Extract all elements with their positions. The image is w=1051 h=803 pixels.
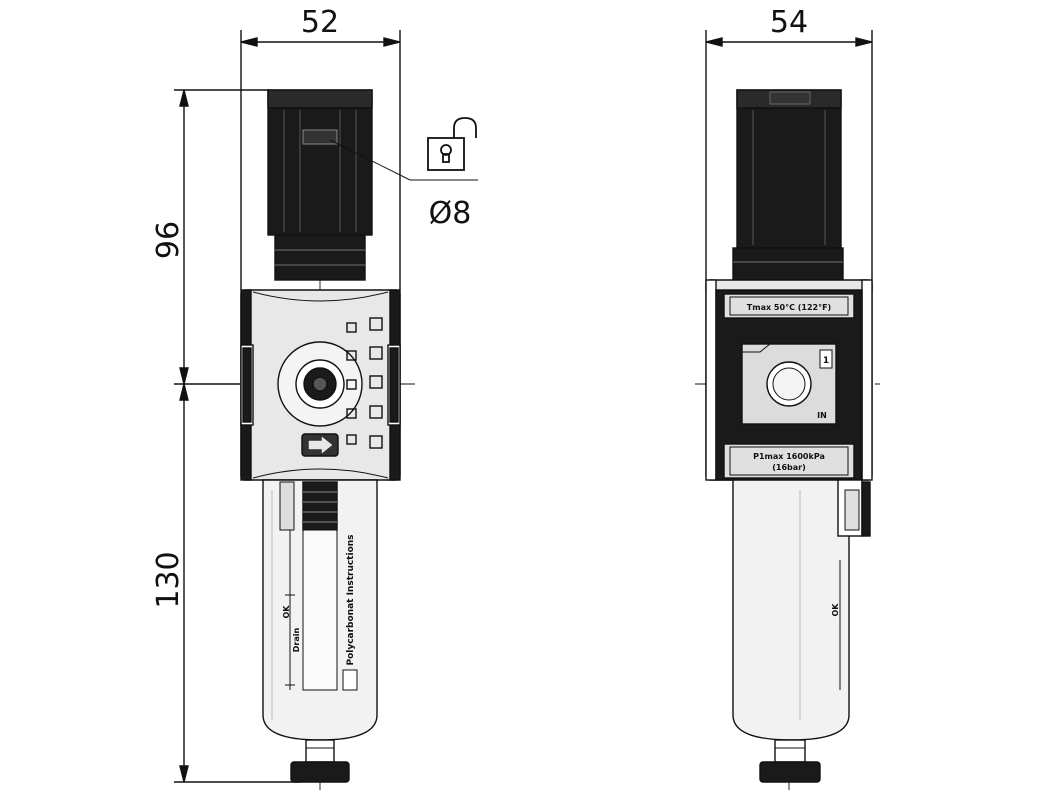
dim-arrow bbox=[855, 37, 873, 47]
dim-arrow bbox=[705, 37, 723, 47]
knob-lock-slot bbox=[302, 129, 338, 145]
dim-arrow bbox=[179, 765, 189, 783]
indicator-square bbox=[369, 346, 383, 360]
bowl-drain-label: Drain bbox=[292, 627, 301, 652]
dim-side-width: 54 bbox=[770, 5, 808, 40]
body-top-curve bbox=[252, 291, 389, 302]
dim-front-width: 52 bbox=[301, 5, 339, 40]
bowl-guard-rib bbox=[302, 481, 338, 531]
drain-knob bbox=[759, 761, 821, 783]
temp-label-frame bbox=[729, 296, 849, 316]
knob-cap bbox=[267, 89, 373, 109]
bowl-side-clip bbox=[279, 481, 295, 531]
side-view bbox=[695, 30, 880, 790]
dim-arrow bbox=[179, 383, 189, 401]
port-face-corner bbox=[742, 343, 771, 353]
dim-lower-height: 130 bbox=[151, 551, 186, 608]
temp-label-plate bbox=[723, 293, 855, 319]
inlet-port-inner bbox=[772, 367, 806, 401]
dim-upper-height: 96 bbox=[151, 221, 186, 259]
pressure-label-plate bbox=[723, 443, 855, 479]
knob-collar bbox=[732, 247, 844, 281]
pressure-max-label: P1max 1600kPa bbox=[753, 452, 825, 461]
body-side-left bbox=[705, 279, 717, 481]
indicator-square bbox=[369, 317, 383, 331]
indicator-square bbox=[346, 322, 357, 333]
lock-leader bbox=[329, 139, 411, 181]
bowl-ok-label: OK bbox=[831, 603, 840, 617]
pressure-max-bar-label: (16bar) bbox=[772, 463, 806, 472]
dim-arrow bbox=[240, 37, 258, 47]
body-notch-right-inner bbox=[389, 347, 399, 423]
port-in-label: IN bbox=[817, 411, 827, 420]
bowl-clip-tab bbox=[861, 481, 871, 537]
indicator-square bbox=[369, 435, 383, 449]
bowl-instructions-label: Polycarbonat Instructions bbox=[346, 534, 356, 665]
bowl-logo-box bbox=[342, 669, 358, 691]
knob-top-grip bbox=[769, 91, 811, 105]
body-notch-left-inner bbox=[242, 347, 252, 423]
dim-arrow bbox=[179, 367, 189, 385]
dim-arrow bbox=[179, 89, 189, 107]
indicator-square bbox=[346, 379, 357, 390]
bowl-clip-inner bbox=[844, 489, 860, 531]
padlock-open-icon bbox=[427, 117, 477, 171]
drain-knob bbox=[290, 761, 350, 783]
pressure-label-frame bbox=[729, 446, 849, 476]
front-view bbox=[174, 30, 478, 790]
indicator-square bbox=[346, 434, 357, 445]
indicator-square bbox=[346, 350, 357, 361]
knob-collar bbox=[274, 234, 366, 281]
dim-lock-diameter: Ø8 bbox=[429, 196, 472, 231]
arrow-right-icon bbox=[308, 436, 333, 454]
bowl-sight-window bbox=[302, 529, 338, 691]
port-number-box bbox=[819, 349, 833, 369]
drain-neck bbox=[774, 739, 806, 763]
indicator-square bbox=[346, 408, 357, 419]
indicator-square bbox=[369, 375, 383, 389]
body-bottom-curve bbox=[252, 468, 389, 479]
temp-max-label: Tmax 50°C (122°F) bbox=[747, 303, 831, 312]
port-number-label: 1 bbox=[823, 356, 829, 366]
adjust-knob bbox=[736, 89, 842, 249]
drain-neck bbox=[305, 739, 335, 763]
dim-arrow bbox=[383, 37, 401, 47]
bowl-ok-label: OK bbox=[282, 605, 291, 619]
gauge-port-hole bbox=[312, 376, 328, 392]
body-side-right bbox=[861, 279, 873, 481]
indicator-square bbox=[369, 405, 383, 419]
